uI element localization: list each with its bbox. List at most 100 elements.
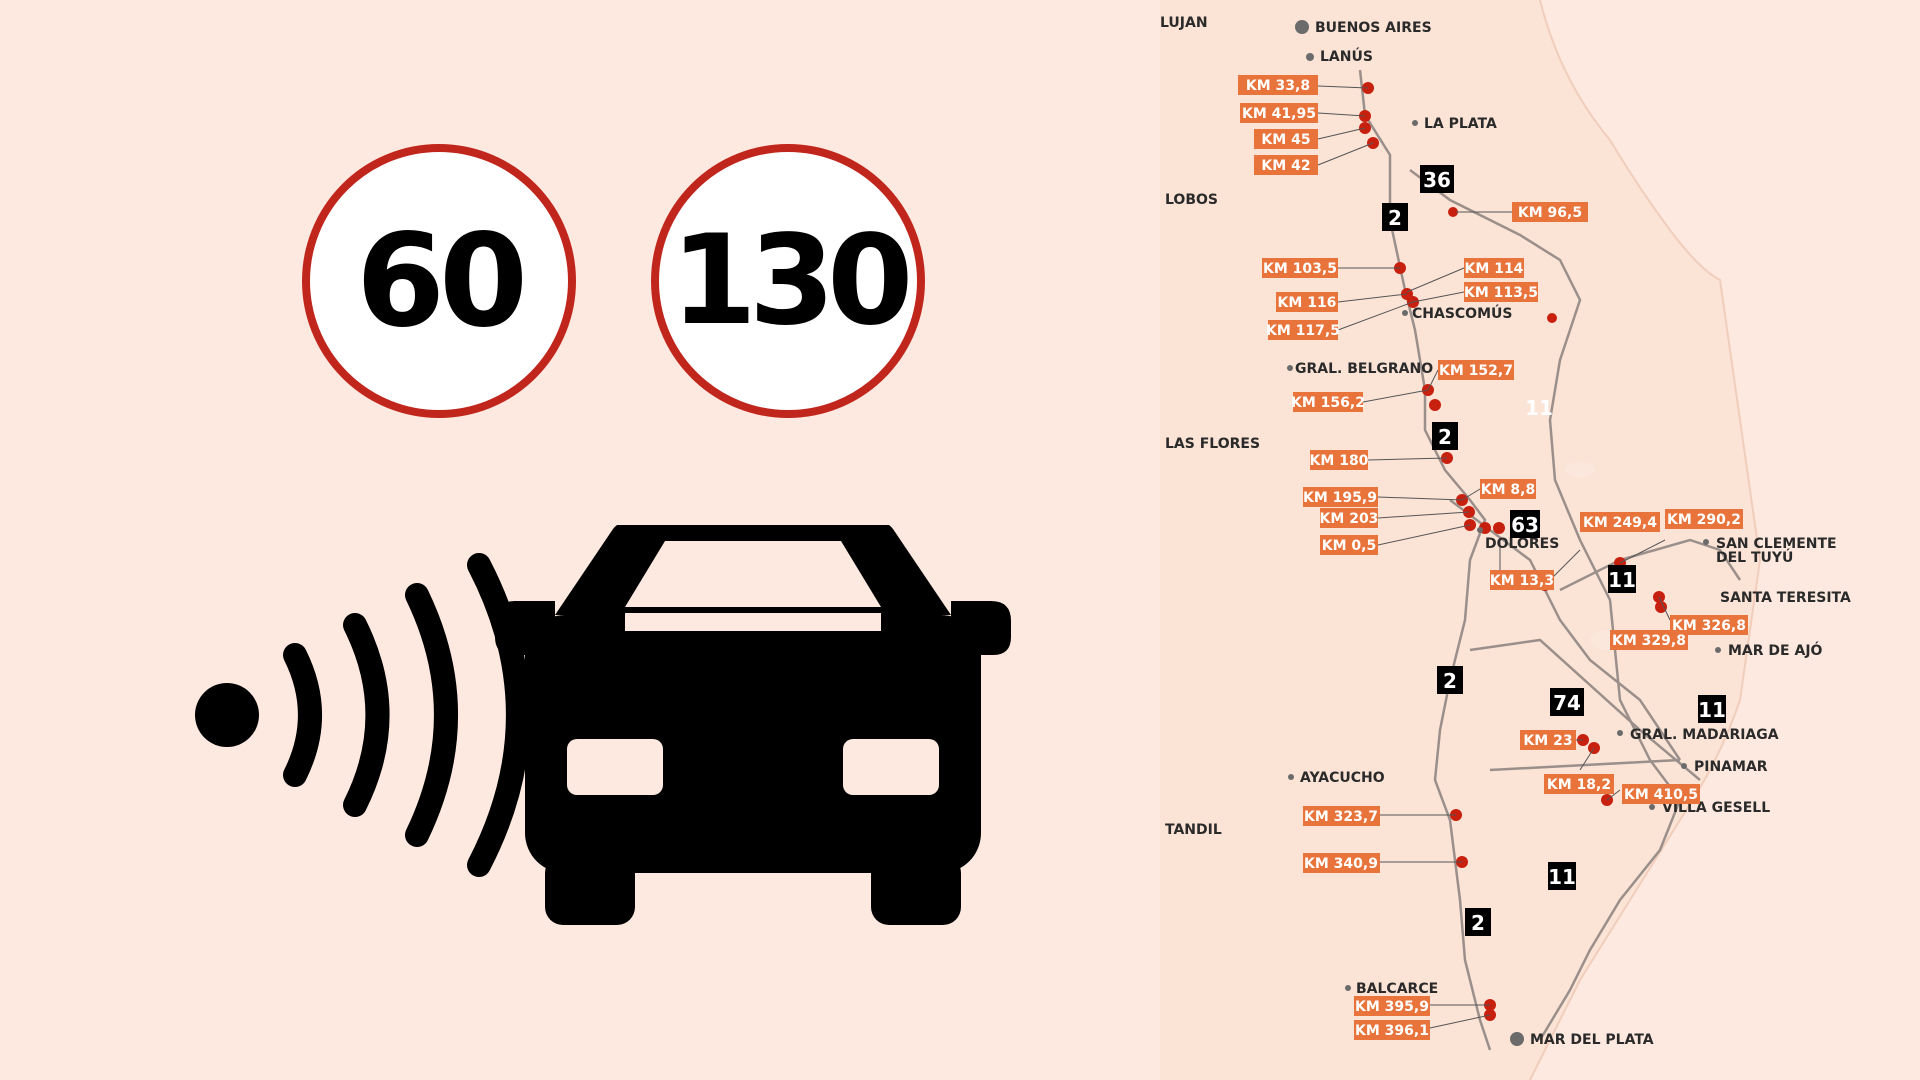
km-label: KM 117,5 [1266, 320, 1340, 340]
city-dot [1703, 539, 1709, 545]
km-label: KM 410,5 [1622, 784, 1700, 804]
route-shield: 11 [1525, 396, 1553, 420]
city-label: LOBOS [1165, 192, 1218, 208]
speed-limit-130-sign: 130 [651, 144, 925, 418]
km-label: KM 323,7 [1303, 806, 1380, 826]
svg-text:KM 45: KM 45 [1261, 132, 1310, 148]
city-dot [1402, 310, 1408, 316]
city-dot [1477, 527, 1483, 533]
svg-text:KM 203: KM 203 [1320, 511, 1379, 527]
city-dot [1649, 804, 1655, 810]
svg-text:KM 249,4: KM 249,4 [1583, 515, 1657, 531]
route-map: LUJAN BUENOS AIRES LANÚS LA PLATA LOBOS … [1160, 0, 1851, 1080]
route-shield: 74 [1550, 688, 1584, 716]
svg-text:KM 117,5: KM 117,5 [1266, 323, 1340, 339]
km-label: KM 395,9 [1354, 996, 1430, 1016]
route-shield: 2 [1437, 666, 1463, 694]
svg-text:KM 326,8: KM 326,8 [1672, 618, 1746, 634]
route-shield: 11 [1698, 695, 1726, 723]
svg-text:KM 116: KM 116 [1278, 295, 1337, 311]
city-label: TANDIL [1165, 822, 1222, 838]
city-label: MAR DE AJÓ [1728, 641, 1823, 659]
city-label: AYACUCHO [1300, 770, 1385, 786]
svg-text:KM 290,2: KM 290,2 [1667, 512, 1741, 528]
svg-text:63: 63 [1511, 513, 1539, 537]
svg-text:KM 195,9: KM 195,9 [1303, 490, 1377, 506]
km-label: KM 340,9 [1303, 853, 1380, 873]
svg-text:KM 33,8: KM 33,8 [1246, 78, 1310, 94]
city-label: LA PLATA [1424, 116, 1497, 132]
city-dot [1681, 763, 1687, 769]
svg-text:KM 323,7: KM 323,7 [1304, 809, 1378, 825]
svg-text:KM 180: KM 180 [1310, 453, 1369, 469]
km-label: KM 180 [1310, 450, 1369, 470]
km-label: KM 195,9 [1303, 487, 1378, 507]
km-label: KM 0,5 [1320, 535, 1378, 555]
city-label: BUENOS AIRES [1315, 20, 1432, 36]
svg-text:KM 42: KM 42 [1261, 158, 1310, 174]
km-label: KM 156,2 [1291, 392, 1365, 412]
route-shield: 2 [1432, 422, 1458, 450]
km-label: KM 203 [1320, 508, 1379, 528]
city-label: BALCARCE [1356, 981, 1438, 997]
km-label: KM 249,4 [1580, 512, 1660, 532]
svg-text:KM 0,5: KM 0,5 [1322, 538, 1376, 554]
km-label: KM 33,8 [1238, 75, 1318, 95]
route-shield: 36 [1420, 165, 1454, 193]
radar-point [1493, 522, 1505, 534]
route-shields: 36 2 2 11 63 11 2 74 11 11 2 [1382, 165, 1726, 936]
km-label: KM 42 [1254, 155, 1318, 175]
svg-text:2: 2 [1438, 425, 1452, 449]
city-dot [1345, 985, 1351, 991]
km-label: KM 326,8 [1670, 615, 1748, 635]
roads [1358, 69, 1742, 1051]
city-dots [1287, 20, 1721, 1046]
km-labels: KM 33,8 KM 41,95 KM 45 KM 42 KM 96,5 KM … [1238, 75, 1748, 1040]
svg-text:KM 113,5: KM 113,5 [1464, 285, 1538, 301]
route-shield: 63 [1510, 510, 1540, 538]
svg-text:KM 96,5: KM 96,5 [1518, 205, 1582, 221]
svg-text:KM 23: KM 23 [1523, 733, 1572, 749]
km-label: KM 23 [1520, 730, 1576, 750]
km-label: KM 152,7 [1438, 360, 1514, 380]
svg-text:KM 395,9: KM 395,9 [1355, 999, 1429, 1015]
svg-text:11: 11 [1525, 396, 1553, 420]
city-label: CHASCOMÚS [1412, 304, 1512, 322]
city-dot [1295, 20, 1309, 34]
km-label: KM 45 [1254, 129, 1318, 149]
radar-point [1448, 207, 1458, 217]
route-shield: 11 [1608, 565, 1636, 593]
coastline [1529, 0, 1762, 1080]
city-dot [1306, 53, 1314, 61]
svg-text:2: 2 [1388, 206, 1402, 230]
city-label: GRAL. BELGRANO [1295, 361, 1433, 377]
svg-text:KM 329,8: KM 329,8 [1612, 633, 1686, 649]
route-shield: 11 [1548, 862, 1576, 890]
city-label: MAR DEL PLATA [1530, 1032, 1654, 1048]
city-dot [1287, 365, 1293, 371]
km-label: KM 329,8 [1610, 630, 1688, 650]
km-label: KM 113,5 [1464, 282, 1538, 302]
city-label: LAS FLORES [1165, 436, 1260, 452]
km-label: KM 96,5 [1512, 202, 1588, 222]
svg-text:KM 41,95: KM 41,95 [1242, 106, 1316, 122]
speed-limit-60-sign: 60 [302, 144, 576, 418]
city-label: LUJAN [1160, 15, 1208, 31]
svg-text:74: 74 [1553, 691, 1581, 715]
svg-text:KM 396,1: KM 396,1 [1355, 1023, 1429, 1039]
svg-text:2: 2 [1443, 669, 1457, 693]
svg-text:KM 410,5: KM 410,5 [1624, 787, 1698, 803]
svg-text:2: 2 [1471, 911, 1485, 935]
svg-text:KM 103,5: KM 103,5 [1263, 261, 1337, 277]
city-labels: LUJAN BUENOS AIRES LANÚS LA PLATA LOBOS … [1160, 15, 1851, 1048]
svg-text:36: 36 [1423, 168, 1451, 192]
route-shield: 2 [1465, 908, 1491, 936]
city-dot [1412, 120, 1418, 126]
radar-point [1429, 399, 1441, 411]
svg-text:KM 114: KM 114 [1465, 261, 1524, 277]
km-label: KM 18,2 [1544, 774, 1614, 794]
km-label: KM 103,5 [1262, 258, 1338, 278]
svg-text:KM 156,2: KM 156,2 [1291, 395, 1365, 411]
city-label: DOLORES [1485, 536, 1559, 552]
